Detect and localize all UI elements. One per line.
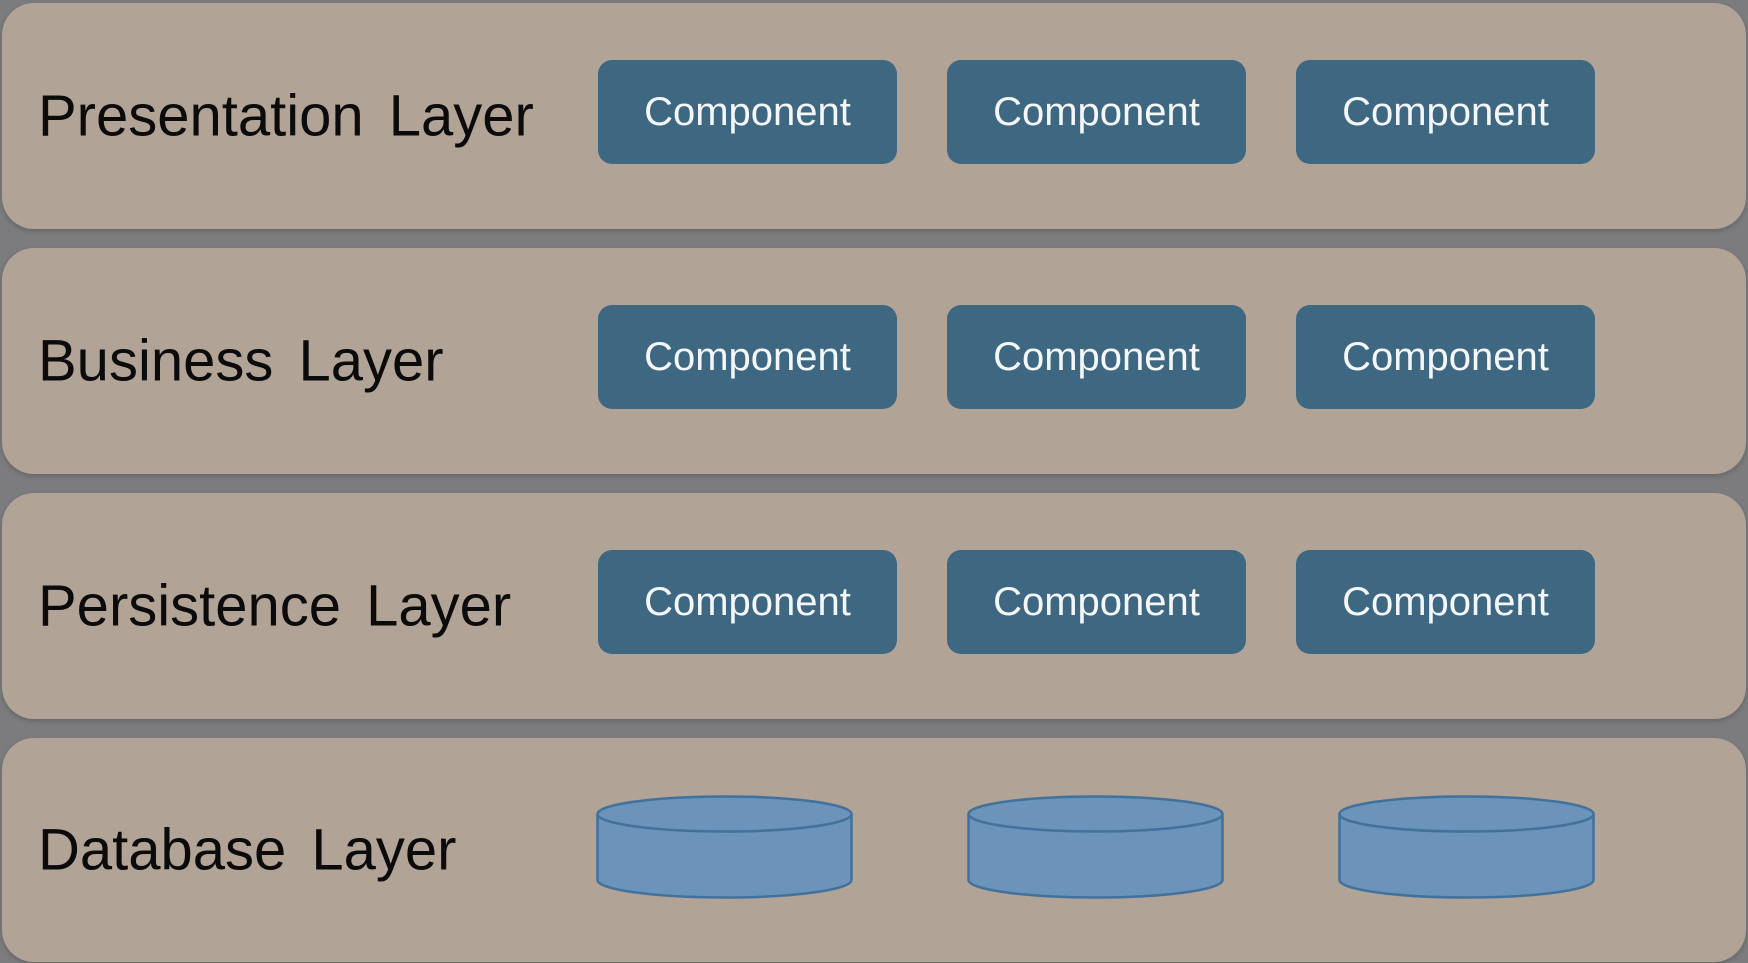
component-box: Component — [598, 305, 897, 409]
component-box: Component — [947, 305, 1246, 409]
layer-label-persistence: Persistence Layer — [38, 573, 512, 639]
database-row — [596, 795, 1595, 899]
component-box: Component — [1296, 305, 1595, 409]
layer-panel-presentation: Presentation Layer Component Component C… — [2, 3, 1746, 229]
component-box: Component — [947, 550, 1246, 654]
database-cylinder-icon — [596, 795, 853, 899]
layer-label-presentation: Presentation Layer — [38, 83, 534, 149]
component-box: Component — [598, 550, 897, 654]
component-box: Component — [598, 60, 897, 164]
component-row: Component Component Component — [598, 550, 1595, 654]
layer-panel-persistence: Persistence Layer Component Component Co… — [2, 493, 1746, 719]
layer-label-business: Business Layer — [38, 328, 444, 394]
layer-panel-business: Business Layer Component Component Compo… — [2, 248, 1746, 474]
layer-panel-database: Database Layer — [2, 738, 1746, 962]
component-row: Component Component Component — [598, 305, 1595, 409]
component-box: Component — [1296, 60, 1595, 164]
layer-label-database: Database Layer — [38, 817, 457, 883]
database-cylinder-icon — [967, 795, 1224, 899]
database-cylinder-icon — [1338, 795, 1595, 899]
component-box: Component — [1296, 550, 1595, 654]
component-row: Component Component Component — [598, 60, 1595, 164]
component-box: Component — [947, 60, 1246, 164]
